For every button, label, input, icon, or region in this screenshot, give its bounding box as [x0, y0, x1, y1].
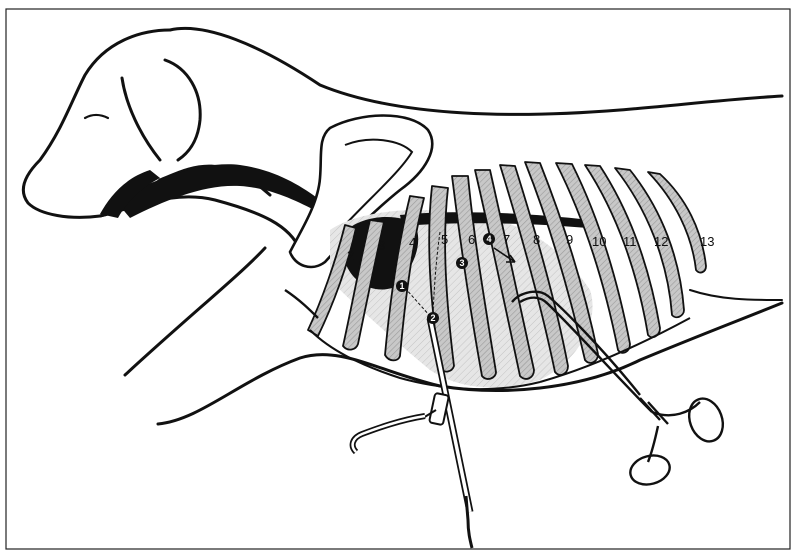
- marker-2: 2: [427, 312, 439, 324]
- marker-3: 3: [456, 257, 468, 269]
- rib-number-12: 12: [654, 234, 668, 249]
- dog-abdomen-line: [690, 290, 782, 300]
- marker-4-label: 4: [486, 234, 491, 244]
- forceps-ring-upper: [683, 394, 728, 446]
- marker-1: 1: [396, 280, 408, 292]
- rib-number-5: 5: [441, 232, 448, 247]
- rib-number-3: 3: [378, 238, 385, 253]
- dog-back-line: [170, 28, 782, 114]
- rib-number-11: 11: [623, 234, 637, 249]
- dog-eye: [85, 115, 108, 118]
- rib-number-10: 10: [592, 234, 606, 249]
- rib-number-7: 7: [503, 232, 510, 247]
- rib-number-4: 4: [409, 235, 416, 250]
- rib-number-9: 9: [566, 232, 573, 247]
- drainage-tubing-inner: [353, 416, 425, 452]
- rib-number-13: 13: [700, 234, 714, 249]
- marker-3-label: 3: [459, 258, 464, 268]
- scapula-neck-line: [285, 290, 318, 318]
- catheter-hub: [423, 393, 449, 425]
- marker-1-label: 1: [399, 281, 404, 291]
- rib-number-2: 2: [347, 248, 354, 263]
- rib-number-8: 8: [533, 232, 540, 247]
- marker-2-label: 2: [430, 313, 435, 323]
- dog-ear: [122, 60, 200, 160]
- dog-chest-front: [125, 248, 265, 375]
- forceps-lock: [640, 398, 668, 424]
- rib-number-6: 6: [468, 232, 475, 247]
- forceps-ring-lower: [627, 451, 673, 488]
- marker-4: 4: [483, 233, 495, 245]
